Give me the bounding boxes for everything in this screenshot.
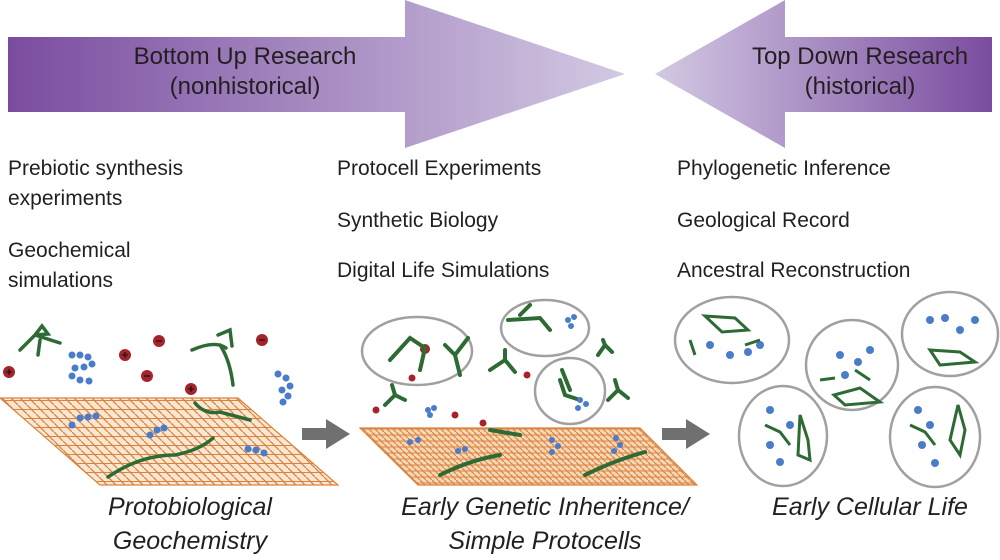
stage-title-3-line1: Early Cellular Life xyxy=(772,493,968,521)
stage-title-1-line1: Protobiological xyxy=(108,493,272,521)
top-down-arrow xyxy=(655,0,992,148)
bottom-up-title: Bottom Up Research (nonhistorical) xyxy=(80,42,410,102)
stage-title-2-line2: Simple Protocells xyxy=(448,527,642,555)
polymer-branch xyxy=(18,323,252,479)
method-col1-2: experiments xyxy=(8,187,123,210)
ion-signs xyxy=(6,339,265,392)
protocell-membranes xyxy=(360,298,607,426)
method-col2-2: Synthetic Biology xyxy=(337,209,499,232)
monomer-chains xyxy=(68,351,294,457)
method-col2-3: Digital Life Simulations xyxy=(337,259,550,282)
bottom-up-arrow xyxy=(8,0,625,148)
mineral-surface-1 xyxy=(0,397,340,486)
stage-title-2-line1: Early Genetic Inheritence/ xyxy=(401,493,689,521)
stage-title-3: Early Cellular Life xyxy=(750,490,990,524)
method-col3-2: Geological Record xyxy=(677,209,850,232)
bottom-up-title-text: Bottom Up Research xyxy=(133,43,357,70)
top-down-title-text: Top Down Research xyxy=(751,43,969,70)
top-down-title: Top Down Research (historical) xyxy=(720,42,1000,102)
top-down-subtitle: (historical) xyxy=(804,73,916,100)
stage-title-1-line2: Geochemistry xyxy=(112,527,268,555)
method-col2-1: Protocell Experiments xyxy=(337,157,542,180)
protocell-polymers xyxy=(383,303,647,477)
mineral-surface-2 xyxy=(358,427,699,486)
method-col3-3: Ancestral Reconstruction xyxy=(677,259,911,282)
stage-title-1: Protobiological Geochemistry xyxy=(60,490,320,558)
stage-title-2: Early Genetic Inheritence/ Simple Protoc… xyxy=(380,490,710,558)
cell-contents xyxy=(688,314,980,467)
protocell-monomers xyxy=(407,314,623,455)
method-col1-1: Prebiotic synthesis xyxy=(8,157,184,180)
cell-membranes xyxy=(673,290,1000,489)
method-col1-3: Geochemical xyxy=(8,239,131,262)
bottom-up-subtitle: (nonhistorical) xyxy=(169,73,321,100)
method-col3-1: Phylogenetic Inference xyxy=(677,157,891,180)
method-col1-4: simulations xyxy=(8,269,114,292)
step-arrow-2 xyxy=(662,419,710,449)
step-arrow-1 xyxy=(302,419,350,449)
